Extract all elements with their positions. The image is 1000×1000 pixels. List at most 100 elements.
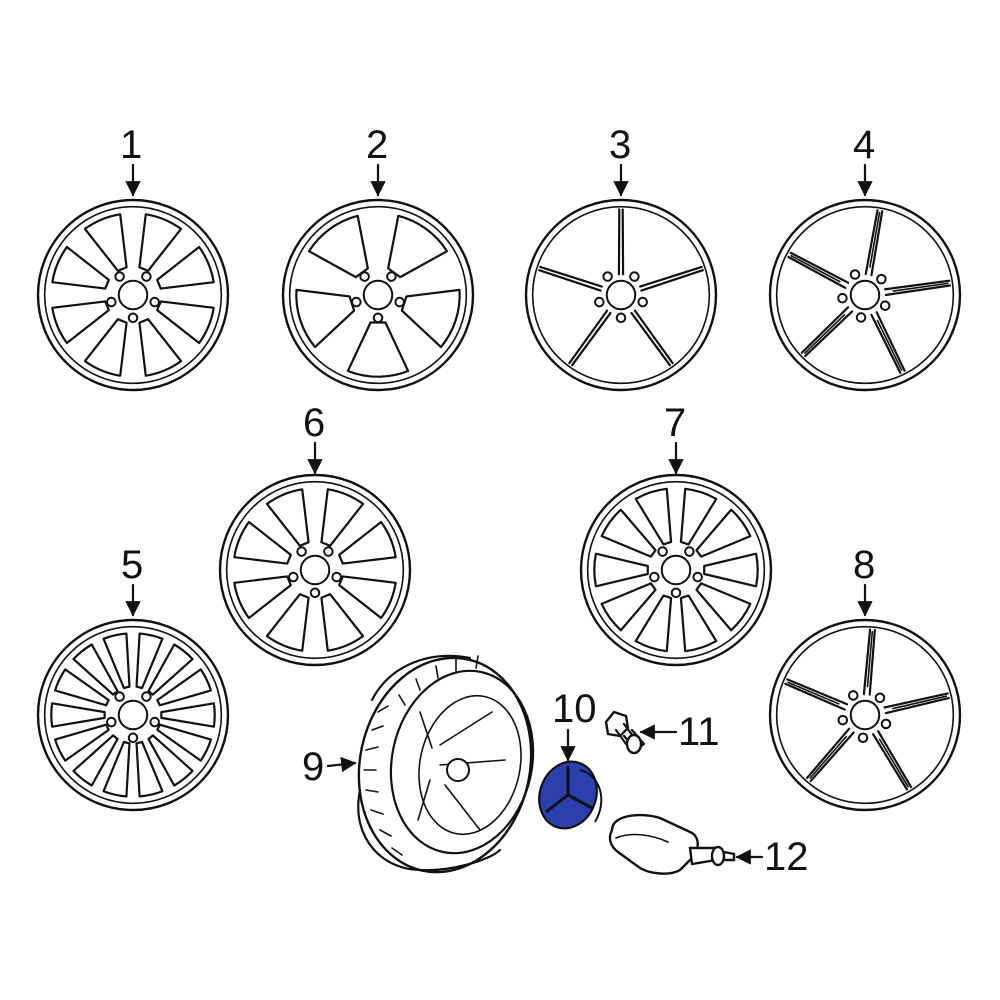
star-logo-icon (545, 766, 593, 814)
lug-hole (837, 714, 849, 726)
lug-hole (594, 296, 605, 308)
spoke-edge (633, 309, 674, 365)
spoke-window (600, 508, 657, 558)
spoke-window (156, 723, 213, 762)
center-bore (660, 554, 692, 586)
lug-bolt[interactable] (604, 710, 646, 755)
callout-number: 10 (552, 687, 597, 731)
callout-11: 11 (639, 710, 720, 754)
spoke-window (138, 213, 183, 272)
spoke-window (147, 643, 194, 696)
callout-number: 7 (664, 401, 686, 445)
lug-hole (615, 312, 627, 324)
wheel-4[interactable] (768, 198, 962, 392)
lug-hole (649, 571, 660, 583)
lug-hole (874, 692, 886, 704)
lug-hole (351, 296, 362, 308)
spoke-window (634, 487, 673, 546)
spoke-edge (884, 697, 950, 715)
spoke-edge (539, 265, 603, 288)
spoke-edge (868, 628, 876, 696)
spoke-window (679, 487, 718, 546)
center-cap[interactable] (530, 753, 606, 836)
spoke-window (320, 593, 365, 652)
wheel-5[interactable] (36, 618, 230, 812)
leader-arrow (326, 756, 357, 773)
spoke-window (51, 300, 110, 345)
lug-hole (876, 273, 887, 285)
callout-12: 12 (735, 835, 809, 879)
rim-inner (775, 205, 955, 385)
spoke-window (346, 321, 410, 378)
spoke-edge (571, 311, 612, 367)
rim-inner (531, 205, 711, 385)
wheel-3[interactable] (524, 198, 718, 392)
spoke-edge (787, 255, 847, 289)
lug-hole (629, 271, 640, 282)
spoke-window (338, 575, 397, 620)
tpms-sensor[interactable] (608, 813, 736, 875)
spoke-window (147, 734, 194, 787)
spoke-edge (883, 279, 951, 291)
lug-hole (692, 571, 703, 583)
wheel-2[interactable] (281, 198, 475, 392)
callout-10: 10 (552, 687, 597, 762)
spoke-edge (862, 628, 872, 696)
spoke-edge (864, 209, 879, 276)
spoke-groove (878, 738, 909, 788)
spoke-groove (891, 695, 948, 710)
spoke-window (233, 520, 292, 565)
lug-hole (880, 718, 892, 730)
lug-hole (855, 312, 867, 323)
spoke-window (83, 318, 128, 377)
lug-hole (331, 571, 342, 583)
callout-number: 4 (853, 123, 875, 167)
lug-hole (149, 296, 160, 308)
spoke-window (338, 520, 397, 565)
spoke-groove (809, 735, 848, 779)
lug-hole (141, 691, 152, 702)
spoke-groove (787, 681, 840, 705)
callout-2: 2 (366, 123, 388, 197)
callout-number: 3 (609, 123, 631, 167)
spoke-window (265, 593, 310, 652)
spoke-edge (806, 727, 851, 780)
lug-hole (149, 716, 160, 728)
callout-number: 11 (678, 710, 720, 754)
wheel-1[interactable] (36, 198, 230, 392)
spoke-edge (809, 731, 855, 783)
callout-number: 12 (764, 835, 809, 879)
lug-hole (114, 271, 125, 282)
spoke-edge (870, 210, 884, 277)
spoke-edge (784, 682, 846, 711)
callout-6: 6 (303, 401, 325, 475)
spoke-groove (892, 282, 949, 292)
spoke-window (50, 702, 106, 728)
spoke-edge (786, 678, 849, 706)
spoke-window (53, 668, 110, 707)
spoke-window (634, 594, 673, 653)
rim-inner (225, 480, 405, 660)
spoke-window (135, 632, 164, 690)
spoke-window (135, 740, 164, 798)
wheel-8[interactable] (768, 618, 962, 812)
spoke-window (400, 288, 461, 349)
callout-number: 2 (366, 123, 388, 167)
spoke-edge (538, 269, 602, 292)
spoke-window (83, 213, 128, 272)
wheel-7[interactable] (579, 473, 773, 667)
center-bore (117, 279, 149, 311)
lug-hole (386, 271, 397, 282)
spoke-edge (568, 309, 609, 365)
lug-hole (288, 571, 299, 583)
spoke-window (695, 508, 752, 558)
callout-8: 8 (853, 543, 875, 617)
wheel-6[interactable] (218, 473, 412, 667)
spoke-window (72, 643, 119, 696)
lug-hole (114, 691, 125, 702)
spoke-edge (872, 733, 909, 791)
spoke-groove (804, 313, 846, 354)
tire-assembly[interactable] (339, 642, 550, 889)
lug-hole (879, 300, 891, 311)
